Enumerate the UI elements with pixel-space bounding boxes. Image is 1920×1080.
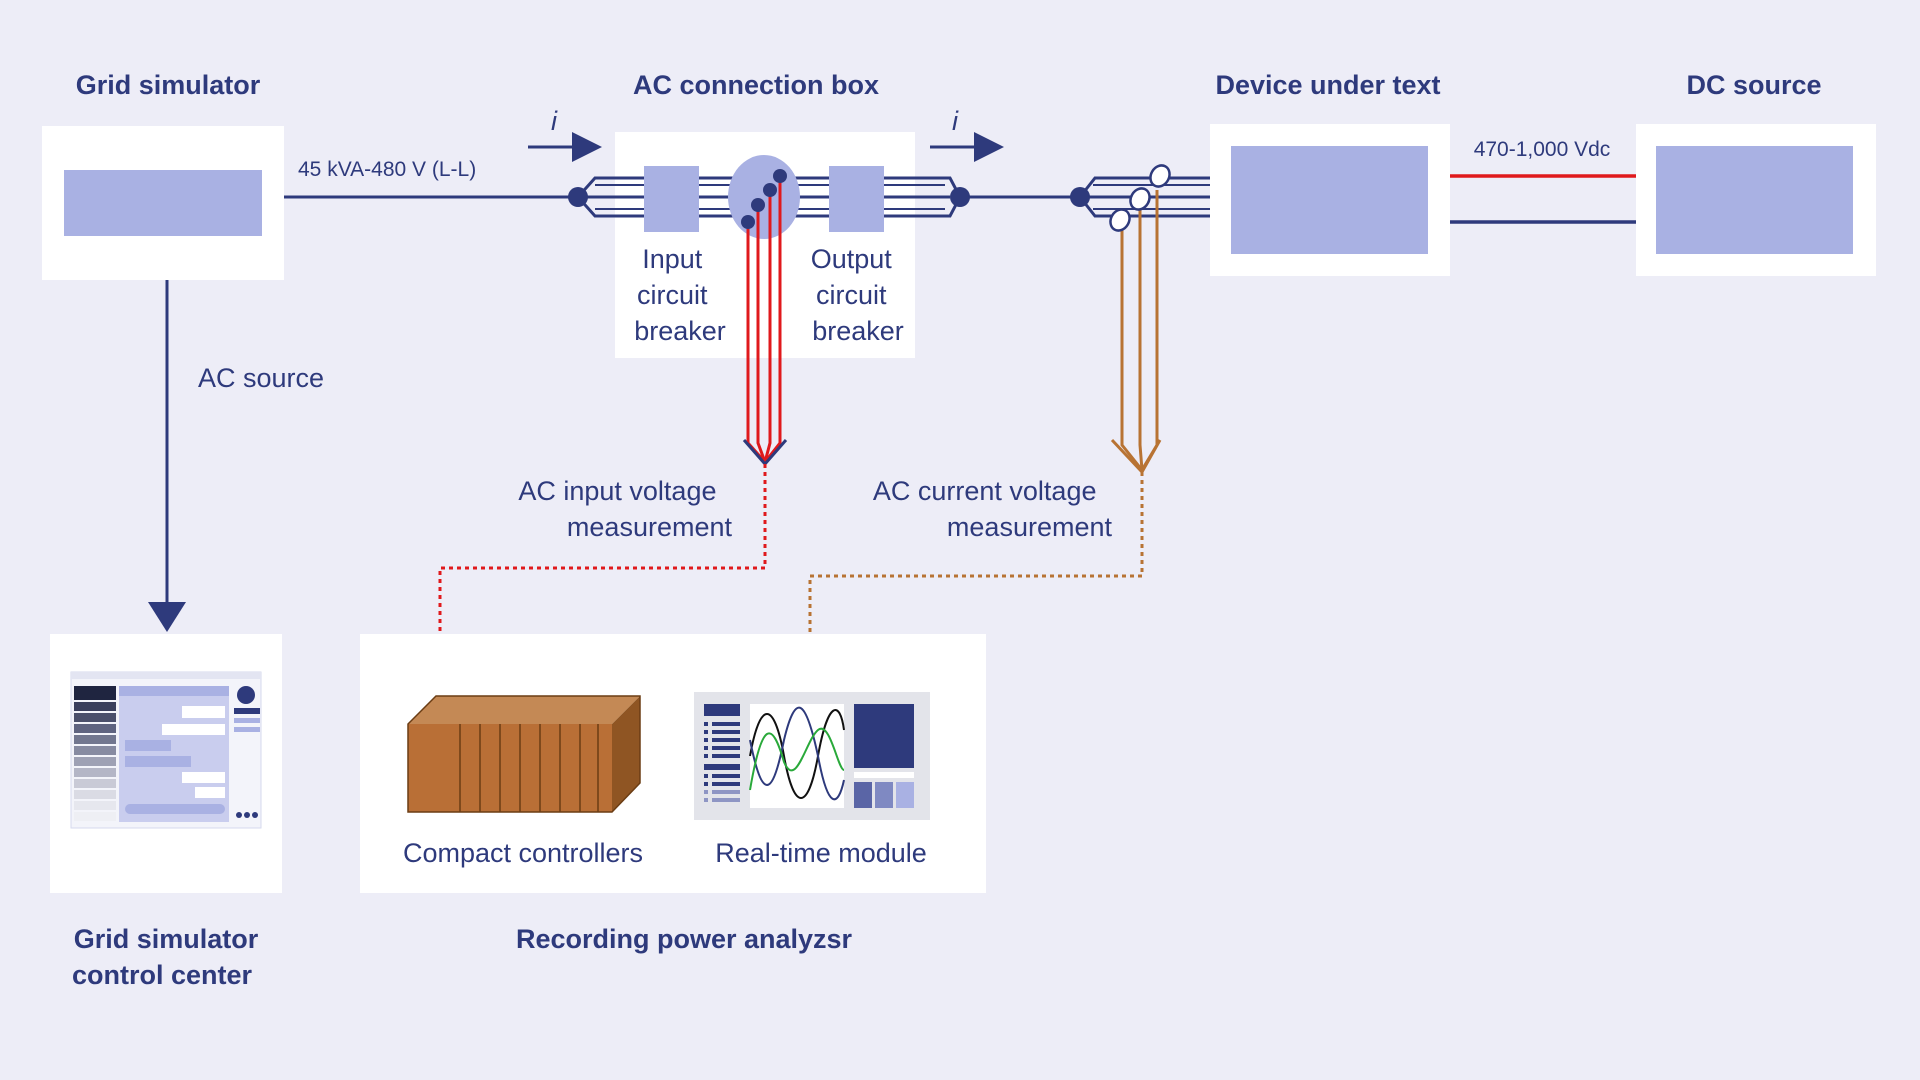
grid-simulator-block: Grid simulator — [42, 70, 284, 280]
tap-dot — [751, 198, 765, 212]
output-breaker-box — [829, 166, 884, 232]
clamp-icon — [1109, 208, 1131, 232]
device-under-test-block: Device under text — [1210, 70, 1450, 276]
dc-source-title: DC source — [1686, 70, 1821, 100]
dc-source-unit — [1656, 146, 1853, 254]
ac-source-label: AC source — [198, 363, 324, 393]
control-center-title-line2: control center — [72, 960, 253, 990]
clamp-icon — [1129, 187, 1151, 211]
current-clamps — [1109, 164, 1171, 475]
current-symbol-output: i — [952, 106, 959, 136]
input-breaker-label: Input circuit breaker — [634, 244, 726, 346]
ac-connection-box: AC connection box Input — [568, 70, 970, 467]
grid-simulator-unit — [64, 170, 262, 236]
recording-analyzer-title: Recording power analyzsr — [516, 924, 853, 954]
dc-source-block: DC source — [1636, 70, 1876, 276]
dut-node — [1070, 187, 1090, 207]
device-under-test-title: Device under text — [1215, 70, 1440, 100]
clamp-icon — [1149, 164, 1171, 188]
ac-rating-label: 45 kVA-480 V (L-L) — [298, 158, 476, 181]
compact-controllers-icon — [407, 695, 641, 813]
tap-dot — [763, 183, 777, 197]
current-arrow-input: i — [528, 106, 602, 162]
tap-dot — [773, 169, 787, 183]
device-under-test-unit — [1231, 146, 1428, 254]
compact-controllers-label: Compact controllers — [403, 838, 643, 868]
ac-connection-box-title: AC connection box — [633, 70, 879, 100]
voltage-signal-link — [438, 464, 767, 636]
recording-analyzer-block: Compact controllers Real-time module Rec… — [360, 634, 986, 954]
control-center-title-line1: Grid simulator — [74, 924, 259, 954]
tap-dot — [741, 215, 755, 229]
ac-source-arrow-head — [148, 602, 186, 632]
realtime-module-label: Real-time module — [715, 838, 927, 868]
output-breaker-label: Output circuit breaker — [811, 244, 904, 346]
input-node — [568, 187, 588, 207]
grid-simulator-title: Grid simulator — [76, 70, 261, 100]
input-measurement-label: AC input voltage measurement — [518, 476, 732, 542]
dc-voltage-label: 470-1,000 Vdc — [1474, 138, 1611, 161]
current-signal-link — [808, 472, 1144, 636]
input-breaker-box — [644, 166, 699, 232]
current-measurement-label: AC current voltage measurement — [873, 476, 1113, 542]
current-symbol-input: i — [551, 106, 558, 136]
realtime-module-icon — [694, 692, 930, 820]
control-center-screen-icon — [70, 671, 262, 829]
voltage-tap-ellipse — [728, 155, 800, 239]
current-arrow-output: i — [930, 106, 1004, 162]
control-center-block: Grid simulator control center — [50, 634, 282, 990]
